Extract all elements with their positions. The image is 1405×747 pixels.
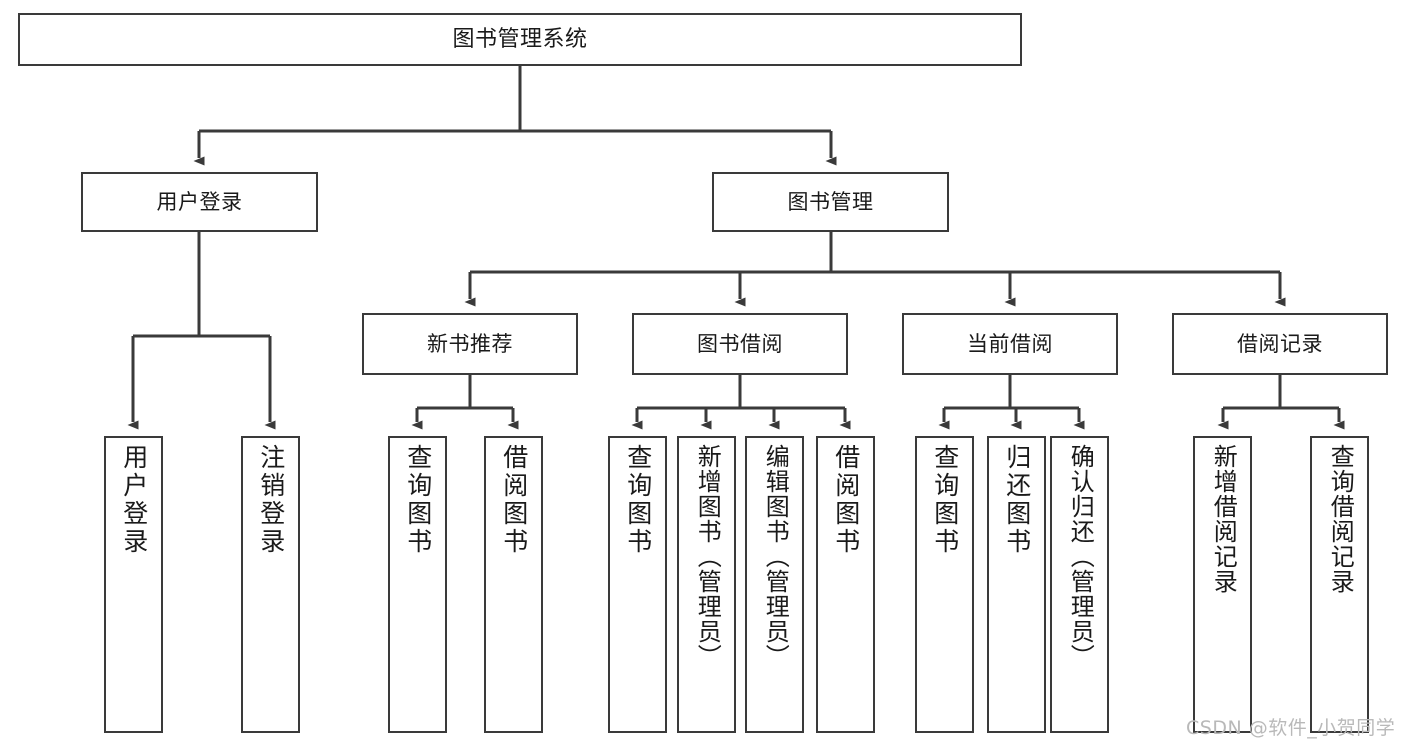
node-book-borrow[interactable]: 图书借阅 <box>632 313 848 375</box>
node-leaf-user-login[interactable]: 用户登录 <box>104 436 163 733</box>
node-label: 借阅图书 <box>499 444 529 556</box>
node-label: 图书管理系统 <box>452 26 588 52</box>
node-label: 新增图书（管理员） <box>693 444 722 669</box>
node-label: 注销登录 <box>256 444 286 556</box>
node-book-management[interactable]: 图书管理 <box>712 172 949 232</box>
node-root-book-management-system[interactable]: 图书管理系统 <box>18 13 1022 66</box>
node-label: 编辑图书（管理员） <box>761 444 790 669</box>
node-label: 查询图书 <box>623 444 653 556</box>
node-leaf-query-book-current[interactable]: 查询图书 <box>915 436 974 733</box>
node-label: 查询借阅记录 <box>1326 444 1355 594</box>
node-label: 图书借阅 <box>697 331 783 356</box>
node-label: 用户登录 <box>156 189 243 214</box>
node-current-borrow[interactable]: 当前借阅 <box>902 313 1118 375</box>
node-leaf-logout[interactable]: 注销登录 <box>241 436 300 733</box>
watermark: CSDN @软件_小贺同学 <box>1186 717 1396 739</box>
node-leaf-query-book-recommend[interactable]: 查询图书 <box>388 436 447 733</box>
node-label: 新增借阅记录 <box>1209 444 1238 594</box>
node-leaf-confirm-return-admin[interactable]: 确认归还（管理员） <box>1050 436 1109 733</box>
node-label: 查询图书 <box>930 444 960 556</box>
node-leaf-edit-book-admin[interactable]: 编辑图书（管理员） <box>745 436 804 733</box>
node-borrow-record[interactable]: 借阅记录 <box>1172 313 1388 375</box>
node-leaf-add-borrow-record[interactable]: 新增借阅记录 <box>1193 436 1252 733</box>
node-leaf-query-borrow-record[interactable]: 查询借阅记录 <box>1310 436 1369 733</box>
node-user-login[interactable]: 用户登录 <box>81 172 318 232</box>
node-leaf-borrow-book[interactable]: 借阅图书 <box>816 436 875 733</box>
node-label: 图书管理 <box>787 189 874 214</box>
node-label: 确认归还（管理员） <box>1066 444 1095 669</box>
node-new-book-recommend[interactable]: 新书推荐 <box>362 313 578 375</box>
node-label: 借阅记录 <box>1237 331 1323 356</box>
node-label: 当前借阅 <box>967 331 1053 356</box>
node-leaf-return-book[interactable]: 归还图书 <box>987 436 1046 733</box>
node-label: 新书推荐 <box>427 331 513 356</box>
node-label: 用户登录 <box>119 444 149 556</box>
node-leaf-borrow-book-recommend[interactable]: 借阅图书 <box>484 436 543 733</box>
node-label: 借阅图书 <box>831 444 861 556</box>
node-label: 查询图书 <box>403 444 433 556</box>
node-leaf-add-book-admin[interactable]: 新增图书（管理员） <box>677 436 736 733</box>
node-leaf-query-book-borrow[interactable]: 查询图书 <box>608 436 667 733</box>
node-label: 归还图书 <box>1002 444 1032 556</box>
